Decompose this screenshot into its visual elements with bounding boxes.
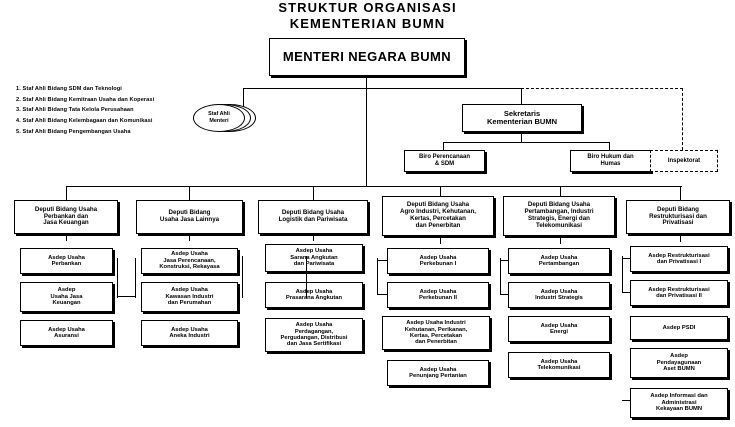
unit-box[interactable]: Asdep Usaha Jasa Perencanaan, Konstruksi… <box>141 248 238 274</box>
unit-box[interactable]: Asdep Pendayagunaan Aset BUMN <box>630 348 728 378</box>
connector-d4-down <box>440 236 441 244</box>
connector-d5-tick-1 <box>500 260 508 261</box>
connector-deputy-5 <box>560 186 561 200</box>
unit-box[interactable]: Asdep Usaha Perdagangan, Pergudangan, Di… <box>265 318 363 352</box>
unit-box[interactable]: Asdep Restrukturisasi dan Privatisasi II <box>630 280 728 306</box>
connector-d5-down <box>560 236 561 244</box>
title-line-2: KEMENTERIAN BUMN <box>289 16 446 32</box>
connector-sekretariat-down <box>521 88 522 104</box>
staff-expert-item: 1. Staf Ahli Bidang SDM dan Teknologi <box>16 86 122 92</box>
connector-c1-tick <box>117 296 135 297</box>
connector-deputy-1 <box>66 186 67 200</box>
staff-expert-oval-front[interactable] <box>193 104 245 132</box>
inspectorate-box[interactable]: Inspektorat <box>650 150 718 172</box>
deputy-box-agro[interactable]: Deputi Bidang Usaha Agro Industri, Kehut… <box>382 196 494 236</box>
staff-expert-list: 1. Staf Ahli Bidang SDM dan Teknologi 2.… <box>16 84 154 138</box>
connector-inspektorat-dashed-h <box>521 88 683 89</box>
staff-expert-item: 3. Staf Ahli Bidang Tata Kelola Perusaha… <box>16 107 134 114</box>
connector-d1-down <box>66 234 67 241</box>
unit-box[interactable]: Asdep Restrukturisasi dan Privatisasi I <box>630 246 728 272</box>
unit-box[interactable]: Asdep Usaha Pertambangan <box>508 248 610 274</box>
deputy-box-restructuring[interactable]: Deputi Bidang Restrukturisasi dan Privat… <box>626 200 730 234</box>
page-title: STRUKTUR ORGANISASI KEMENTERIAN BUMN <box>0 0 735 33</box>
unit-box[interactable]: Asdep Usaha Perbankan <box>20 248 113 274</box>
minister-box[interactable]: MENTERI NEGARA BUMN <box>269 38 465 76</box>
connector-minister-to-stafahli <box>243 88 367 89</box>
deputy-box-mining[interactable]: Deputi Bidang Usaha Pertambangan, Indust… <box>503 196 615 236</box>
unit-box[interactable]: Asdep Usaha Telekomunikasi <box>508 352 610 378</box>
unit-box[interactable]: Asdep Usaha Sarana Angkutan dan Pariwisa… <box>265 244 363 272</box>
unit-box[interactable]: Asdep Usaha Industri Kehutanan, Perikana… <box>382 316 490 350</box>
unit-box[interactable]: Asdep Usaha Industri Strategis <box>508 282 610 308</box>
connector-d6-tick-1 <box>622 258 630 259</box>
unit-box[interactable]: Asdep Usaha Energi <box>508 316 610 342</box>
staff-expert-oval-label: Staf Ahli Menteri <box>208 111 230 125</box>
connector-c2-rail <box>135 258 136 298</box>
connector-d6-tick-2 <box>622 292 630 293</box>
unit-box[interactable]: Asdep Usaha Jasa Keuangan <box>20 282 113 312</box>
connector-d4-rail <box>377 258 378 294</box>
unit-box[interactable]: Asdep Usaha Kawasan Industri dan Perumah… <box>141 282 238 312</box>
connector-minister-to-sekretariat <box>366 88 522 89</box>
unit-box[interactable]: Asdep Usaha Prasarana Angkutan <box>265 282 363 308</box>
bureau-box-legal[interactable]: Biro Hukum dan Humas <box>570 150 651 172</box>
deputy-box-logistics[interactable]: Deputi Bidang Usaha Logistik dan Pariwis… <box>258 200 368 234</box>
connector-inspektorat-dashed <box>682 88 683 150</box>
connector-d5-rail <box>500 258 501 294</box>
connector-minister-trunk <box>366 88 367 186</box>
staff-expert-item: 4. Staf Ahli Bidang Kelembagaan dan Komu… <box>16 118 153 125</box>
staff-expert-item: 2. Staf Ahli Bidang Kemitraan Usaha dan … <box>16 96 155 103</box>
connector-c2b-rail <box>242 256 243 298</box>
title-line-1: STRUKTUR ORGANISASI <box>278 0 457 15</box>
unit-box[interactable]: Asdep Usaha Penunjang Pertanian <box>387 360 489 386</box>
unit-box[interactable]: Asdep Informasi dan Administrasi Kekayaa… <box>630 388 728 418</box>
deputy-box-other-services[interactable]: Deputi Bidang Usaha Jasa Lainnya <box>136 200 243 234</box>
connector-deputy-6 <box>680 186 681 200</box>
connector-c1-rail <box>117 258 118 298</box>
deputy-box-banking[interactable]: Deputi Bidang Usaha Perbankan dan Jasa K… <box>14 200 118 234</box>
connector-deputy-2 <box>189 186 190 200</box>
connector-deputy-4 <box>440 186 441 200</box>
unit-box[interactable]: Asdep Usaha Perkebunan I <box>387 248 489 274</box>
connector-deputy-3 <box>313 186 314 200</box>
connector-d4-tick-1 <box>377 260 387 261</box>
connector-biro1-down <box>443 142 444 150</box>
connector-sek-down <box>521 132 522 142</box>
connector-biro2-down <box>609 142 610 150</box>
unit-box[interactable]: Asdep Usaha Perkebunan II <box>387 282 489 308</box>
staff-expert-item: 5. Staf Ahli Bidang Pengembangan Usaha <box>16 128 131 135</box>
connector-d4-tick-2 <box>377 294 387 295</box>
connector-d3-down <box>313 234 314 241</box>
secretariat-box[interactable]: Sekretaris Kementerian BUMN <box>462 104 582 132</box>
connector-sek-spine <box>443 142 610 143</box>
unit-box[interactable]: Asdep Usaha Aneka Industri <box>141 320 238 346</box>
connector-minister-down <box>366 76 367 88</box>
unit-box[interactable]: Asdep Usaha Asuransi <box>20 320 113 346</box>
connector-d6-tick-3 <box>622 400 630 401</box>
bureau-box-planning[interactable]: Biro Perencanaan & SDM <box>404 150 485 172</box>
connector-stafahli-down <box>243 88 244 109</box>
connector-d6-down <box>680 234 681 242</box>
connector-d5-tick-2 <box>500 294 508 295</box>
unit-box[interactable]: Asdep PSDI <box>630 316 728 340</box>
connector-d6-rail <box>622 256 623 292</box>
connector-c3-rail <box>306 256 307 298</box>
connector-d2-down <box>189 234 190 241</box>
connector-deputies-spine <box>66 186 682 187</box>
